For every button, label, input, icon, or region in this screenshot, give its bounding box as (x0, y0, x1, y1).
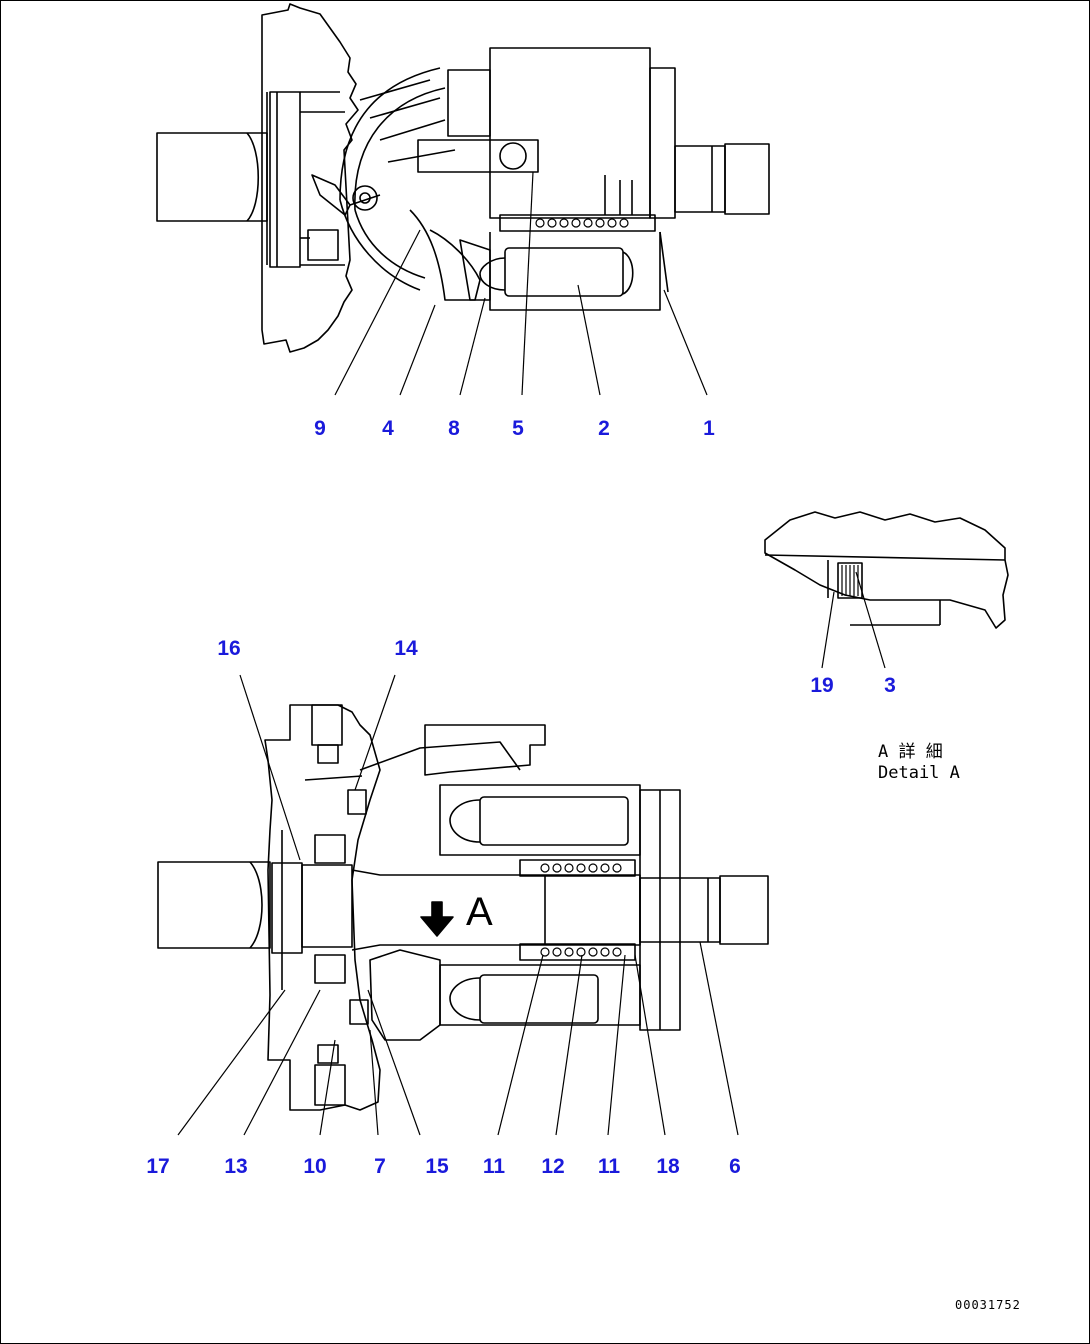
callout-5: 5 (512, 417, 524, 440)
callout-10: 10 (303, 1155, 327, 1178)
callout-9: 9 (314, 417, 326, 440)
callout-4: 4 (382, 417, 394, 440)
drawing-code: 00031752 (955, 1298, 1021, 1312)
section-a-marker: A (466, 890, 493, 934)
callout-19: 19 (810, 674, 834, 697)
callout-17: 17 (146, 1155, 170, 1178)
detail-a-label-jp: A 詳 細 (878, 742, 943, 762)
detail-a-label: A 詳 細 Detail A (878, 742, 960, 785)
top-pump-view (156, 3, 770, 396)
detail-a-view (764, 511, 1009, 669)
callout-14: 14 (394, 637, 418, 660)
callout-1: 1 (703, 417, 715, 440)
callout-2: 2 (598, 417, 610, 440)
callout-6: 6 (729, 1155, 741, 1178)
callout-8: 8 (448, 417, 460, 440)
callout-18: 18 (656, 1155, 680, 1178)
detail-a-label-en: Detail A (878, 763, 960, 784)
callout-3: 3 (884, 674, 896, 697)
callout-11a: 11 (482, 1155, 506, 1178)
callout-16: 16 (217, 637, 241, 660)
callout-7: 7 (374, 1155, 386, 1178)
callout-13: 13 (224, 1155, 248, 1178)
callout-15: 15 (425, 1155, 449, 1178)
callout-12: 12 (541, 1155, 565, 1178)
callout-11b: 11 (597, 1155, 621, 1178)
bottom-pump-view (157, 674, 769, 1136)
